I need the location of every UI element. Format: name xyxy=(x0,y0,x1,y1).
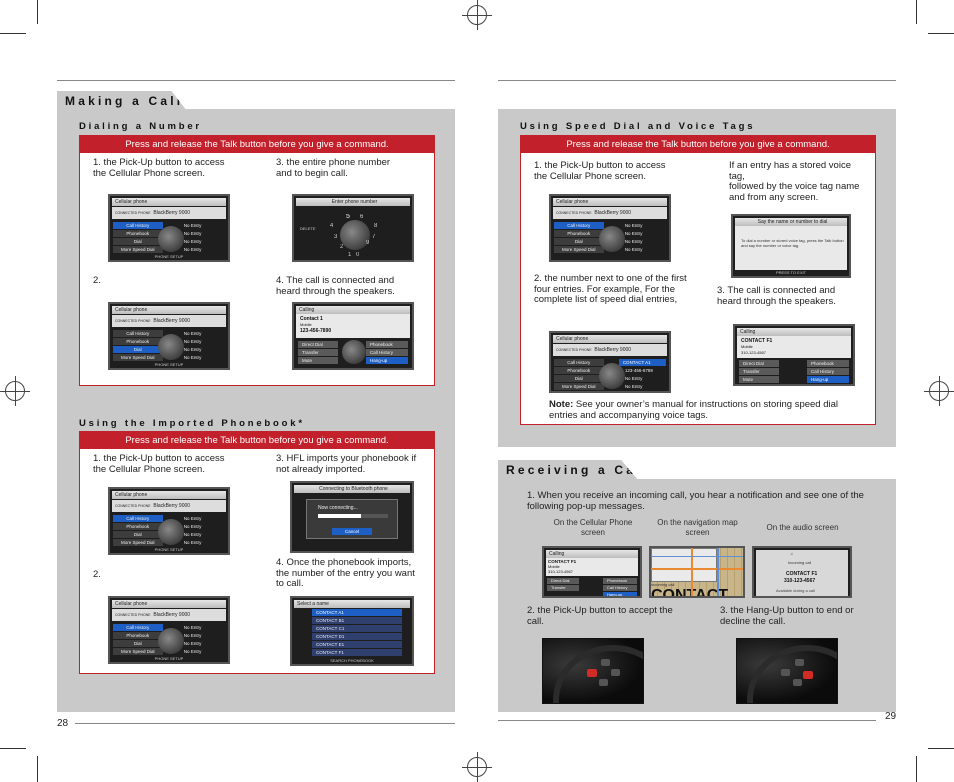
caption-audio-screen: On the audio screen xyxy=(766,523,839,532)
enter-number-screen: Enter phone number 5 4 3 8 2 9 1 0 6 7 D… xyxy=(292,194,414,262)
phonebook-step-2: 2. xyxy=(93,569,101,580)
speed-dial-banner: Press and release the Talk button before… xyxy=(521,136,875,153)
note-text: See your owner’s manual for instructions… xyxy=(549,399,839,421)
phonebook-box: Press and release the Talk button before… xyxy=(79,431,435,674)
cellular-phone-screen-3: Cellular phone CONNECTED PHONE BlackBerr… xyxy=(108,487,230,555)
dialing-step-3: 3. the entire phone number and to begin … xyxy=(276,157,391,179)
cellular-phone-screen-4: Cellular phone CONNECTED PHONE BlackBerr… xyxy=(108,596,230,664)
speed-dial-tag-note: If an entry has a stored voice tag, foll… xyxy=(729,160,860,203)
dialing-banner: Press and release the Talk button before… xyxy=(80,136,434,153)
cellular-phone-screen: Cellular phone CONNECTED PHONE BlackBerr… xyxy=(108,194,230,262)
phonebook-step-1: 1. the Pick-Up button to access the Cell… xyxy=(93,453,225,475)
speed-dial-step-2: 2. the number next to one of the first f… xyxy=(534,273,687,305)
dialing-heading: Dialing a Number xyxy=(79,121,202,132)
caption-phone-screen: On the Cellular Phone screen xyxy=(553,518,633,537)
dialing-step-1: 1. the Pick-Up button to access the Cell… xyxy=(93,157,225,179)
speed-dial-step-1: 1. the Pick-Up button to access the Cell… xyxy=(534,160,666,182)
steering-wheel-hangup-photo xyxy=(736,638,838,704)
page-number-left: 28 xyxy=(57,718,69,729)
receiving-step-2: 2. the Pick-Up button to accept the call… xyxy=(527,605,673,627)
hangup-button-icon xyxy=(803,671,813,679)
note-label: Note: xyxy=(549,399,574,410)
audio-screen: ♫ Incoming call CONTACT F1 310-123-4567 … xyxy=(752,546,852,598)
page-number-right: 29 xyxy=(885,711,897,722)
phonebook-step-4: 4. Once the phonebook imports, the numbe… xyxy=(276,557,415,589)
dialing-box: Press and release the Talk button before… xyxy=(79,135,435,386)
phonebook-heading: Using the Imported Phonebook* xyxy=(79,418,305,429)
receiving-step-1: 1. When you receive an incoming call, yo… xyxy=(527,490,864,512)
pickup-button-icon xyxy=(587,669,597,677)
phonebook-banner: Press and release the Talk button before… xyxy=(80,432,434,449)
cellular-phone-speed-dial-screen: Cellular phone CONNECTED PHONE BlackBerr… xyxy=(549,331,671,393)
receiving-step-3: 3. the Hang-Up button to end or decline … xyxy=(720,605,854,627)
making-call-tab: Making a Call xyxy=(57,91,187,111)
incoming-phone-screen: Calling CONTACT F1 Mobile 310-123-4567 D… xyxy=(542,546,642,598)
calling-screen-2: Calling CONTACT F1 Mobile 310-123-4567 D… xyxy=(733,324,855,386)
speed-dial-note: Note: See your owner’s manual for instru… xyxy=(549,399,849,421)
making-call-title: Making a Call xyxy=(65,94,184,108)
receiving-title: Receiving a Call xyxy=(506,463,650,477)
steering-wheel-pickup-photo xyxy=(542,638,644,704)
speed-dial-heading: Using Speed Dial and Voice Tags xyxy=(520,121,756,132)
receiving-tab: Receiving a Call xyxy=(498,460,638,480)
voice-dial-screen: Say the name or number to dial To dial a… xyxy=(731,214,851,278)
phonebook-step-3: 3. HFL imports your phonebook if not alr… xyxy=(276,453,417,475)
navigation-map-screen: Incoming call CONTACT F1 310-123-4567 xyxy=(649,546,745,598)
select-name-screen: Select a name CONTACT A1 CONTACT B1 CONT… xyxy=(290,596,414,666)
calling-screen: Calling Contact 1 Mobile 123-456-7890 Di… xyxy=(292,302,414,370)
cellular-phone-screen-5: Cellular phone CONNECTED PHONE BlackBerr… xyxy=(549,194,671,262)
connecting-screen: Connecting to Bluetooth phone Now connec… xyxy=(290,481,414,553)
cellular-phone-screen-2: Cellular phone CONNECTED PHONE BlackBerr… xyxy=(108,302,230,370)
dialing-step-4: 4. The call is connected and heard throu… xyxy=(276,275,395,297)
dialing-step-2: 2. xyxy=(93,275,101,286)
speed-dial-step-3: 3. The call is connected and heard throu… xyxy=(717,285,836,307)
speed-dial-box: Press and release the Talk button before… xyxy=(520,135,876,425)
caption-nav-screen: On the navigation map screen xyxy=(657,518,738,537)
